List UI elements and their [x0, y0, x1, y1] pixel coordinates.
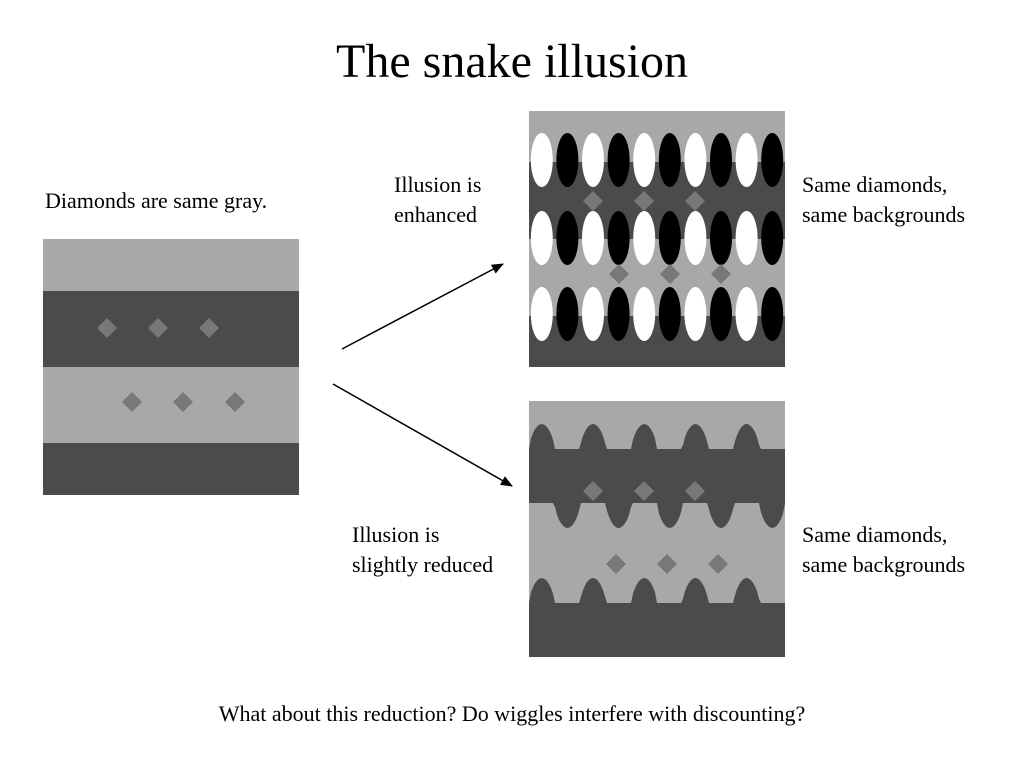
- white-wiggle: [530, 133, 553, 187]
- white-wiggle: [530, 287, 553, 341]
- diamond: [657, 554, 677, 574]
- black-wiggle: [556, 287, 579, 341]
- label-same-diamonds-top: Same diamonds, same backgrounds: [802, 170, 965, 230]
- diamond: [148, 318, 168, 338]
- white-wiggle: [530, 211, 553, 265]
- label-same-diamonds-bottom: Same diamonds, same backgrounds: [802, 520, 965, 580]
- black-wiggle: [556, 133, 579, 187]
- black-wiggle: [761, 211, 784, 265]
- black-wiggle: [658, 287, 681, 341]
- label-illusion-enhanced: Illusion is enhanced: [394, 170, 481, 230]
- label-line: Illusion is: [394, 172, 482, 197]
- slide-title: The snake illusion: [336, 35, 688, 88]
- diamond: [685, 191, 705, 211]
- white-wiggle: [633, 211, 656, 265]
- white-wiggle: [735, 211, 758, 265]
- diamond: [122, 392, 142, 412]
- white-wiggle: [684, 287, 707, 341]
- label-line: Illusion is: [352, 522, 440, 547]
- diamond: [225, 392, 245, 412]
- white-wiggle: [633, 133, 656, 187]
- white-wiggle: [735, 133, 758, 187]
- diamond: [199, 318, 219, 338]
- black-wiggle: [556, 211, 579, 265]
- label-line: enhanced: [394, 202, 478, 227]
- diamond: [708, 554, 728, 574]
- label-line: slightly reduced: [352, 552, 494, 577]
- diamond: [173, 392, 193, 412]
- white-wiggle: [633, 287, 656, 341]
- black-wiggle: [607, 211, 630, 265]
- diamond: [583, 481, 603, 501]
- closing-question: What about this reduction? Do wiggles in…: [218, 701, 806, 726]
- white-wiggle: [684, 211, 707, 265]
- diamond: [606, 554, 626, 574]
- dark-snake-band: [529, 424, 785, 528]
- white-wiggle: [684, 133, 707, 187]
- diamond: [634, 191, 654, 211]
- white-wiggle: [735, 287, 758, 341]
- black-wiggle: [761, 287, 784, 341]
- black-wiggle: [607, 133, 630, 187]
- diamond: [97, 318, 117, 338]
- enhanced-illusion-panel: [529, 111, 785, 367]
- diamond: [634, 481, 654, 501]
- black-wiggle: [710, 287, 732, 341]
- diamond: [660, 264, 680, 284]
- arrow-to-enhanced: [341, 263, 504, 350]
- label-line: same backgrounds: [802, 552, 966, 577]
- white-wiggle: [582, 133, 604, 187]
- diamond: [609, 264, 629, 284]
- reduced-illusion-panel: [529, 401, 785, 657]
- label-diamonds-same-gray: Diamonds are same gray.: [45, 188, 268, 213]
- label-line: same backgrounds: [802, 202, 966, 227]
- label-line: Same diamonds,: [802, 522, 948, 547]
- white-wiggle: [582, 211, 604, 265]
- plain-stripes-panel: [43, 239, 299, 495]
- dark-snake-band: [529, 578, 785, 657]
- black-wiggle: [658, 133, 681, 187]
- black-wiggle: [761, 133, 784, 187]
- diamond: [711, 264, 731, 284]
- white-wiggle: [582, 287, 604, 341]
- label-illusion-reduced: Illusion is slightly reduced: [352, 520, 493, 580]
- black-wiggle: [658, 211, 681, 265]
- black-wiggle: [607, 287, 630, 341]
- arrow-to-reduced: [332, 383, 513, 487]
- diamond: [685, 481, 705, 501]
- diamond: [583, 191, 603, 211]
- black-wiggle: [710, 133, 732, 187]
- label-line: Same diamonds,: [802, 172, 948, 197]
- black-wiggle: [710, 211, 732, 265]
